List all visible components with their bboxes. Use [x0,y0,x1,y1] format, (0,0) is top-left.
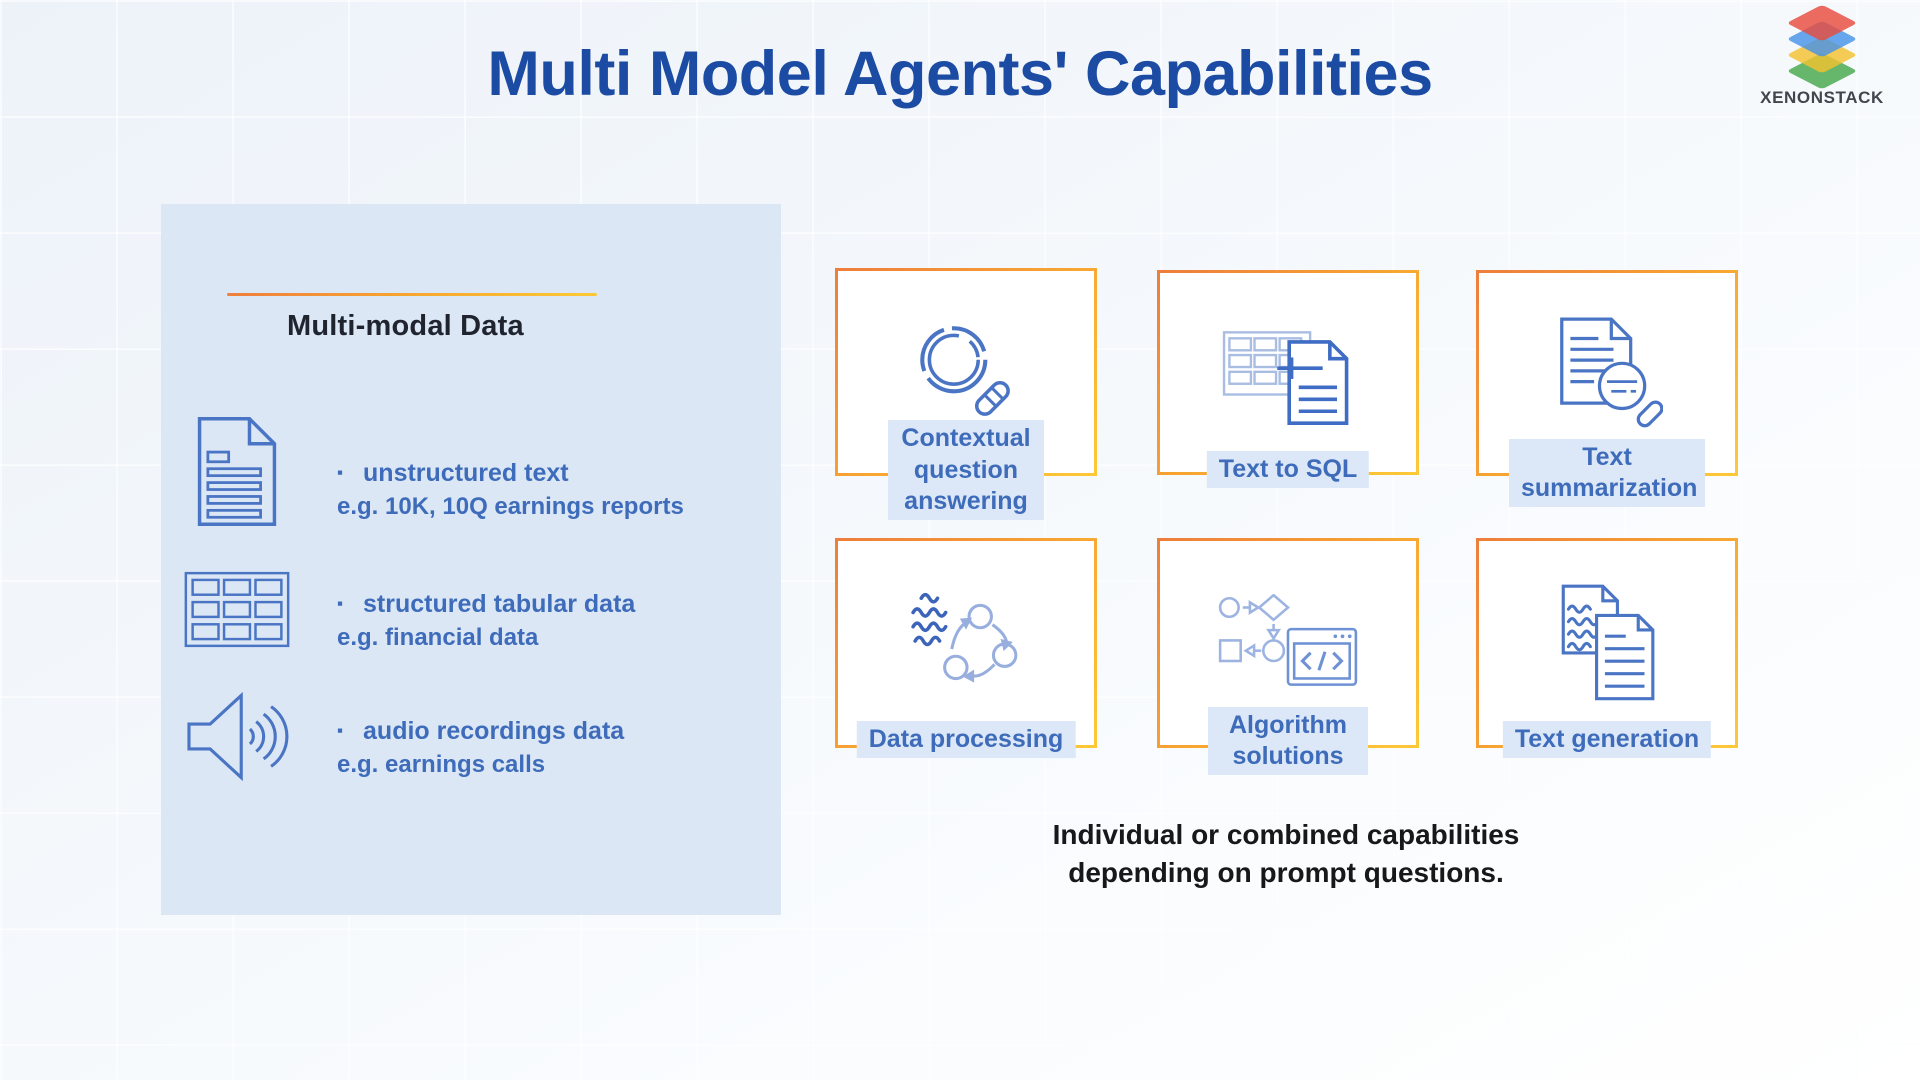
flowchart-code-icon [1216,593,1360,693]
accent-divider [227,293,597,296]
brand-name: XENONSTACK [1760,88,1884,107]
capability-text-summarization: Text summarization [1476,270,1738,507]
document-magnifier-icon [1551,317,1663,429]
capability-label: Text to SQL [1206,450,1370,488]
item-example: e.g. financial data [337,624,539,651]
documents-copy-icon [1557,584,1657,703]
magnifier-icon [905,314,1027,431]
bullet: ▪ [337,721,344,740]
speaker-icon [177,686,297,786]
caption: Individual or combined capabilities depe… [956,816,1616,892]
capability-label: Text summarization [1509,438,1705,507]
waves-cycle-icon [907,588,1025,698]
capability-text-generation: Text generation [1476,538,1738,758]
bullet: ▪ [337,463,344,482]
multimodal-data-panel: Multi-modal Data ▪unstructured text e.g.… [161,204,781,915]
item-label: ▪structured tabular data [337,590,636,618]
data-item-structured-tabular: ▪structured tabular data e.g. financial … [161,564,781,654]
item-example: e.g. 10K, 10Q earnings reports [337,493,684,520]
capability-algorithm-solutions: Algorithm solutions [1157,538,1419,775]
capability-contextual-question-answering: Contextual question answering [835,268,1097,520]
table-document-icon [1222,318,1354,428]
capability-label: Data processing [856,720,1076,758]
data-item-unstructured-text: ▪unstructured text e.g. 10K, 10Q earning… [161,409,781,534]
caption-line-2: depending on prompt questions. [1068,856,1504,888]
capability-text-to-sql: Text to SQL [1157,270,1419,488]
caption-line-1: Individual or combined capabilities [1052,819,1520,850]
panel-heading: Multi-modal Data [287,310,524,342]
table-icon [177,564,297,654]
page-title: Multi Model Agents' Capabilities [487,39,1433,109]
capability-label: Algorithm solutions [1208,706,1368,775]
item-label: ▪audio recordings data [337,717,625,745]
bullet: ▪ [337,594,344,613]
data-item-audio-recordings: ▪audio recordings data e.g. earnings cal… [161,686,781,786]
capability-label: Contextual question answering [888,420,1044,520]
capability-label: Text generation [1502,720,1712,758]
document-icon [177,409,297,534]
stacked-layers-icon [1746,4,1898,90]
item-label: ▪unstructured text [337,459,569,487]
capability-data-processing: Data processing [835,538,1097,758]
item-example: e.g. earnings calls [337,751,546,778]
xenonstack-logo: XENONSTACK [1746,4,1898,114]
